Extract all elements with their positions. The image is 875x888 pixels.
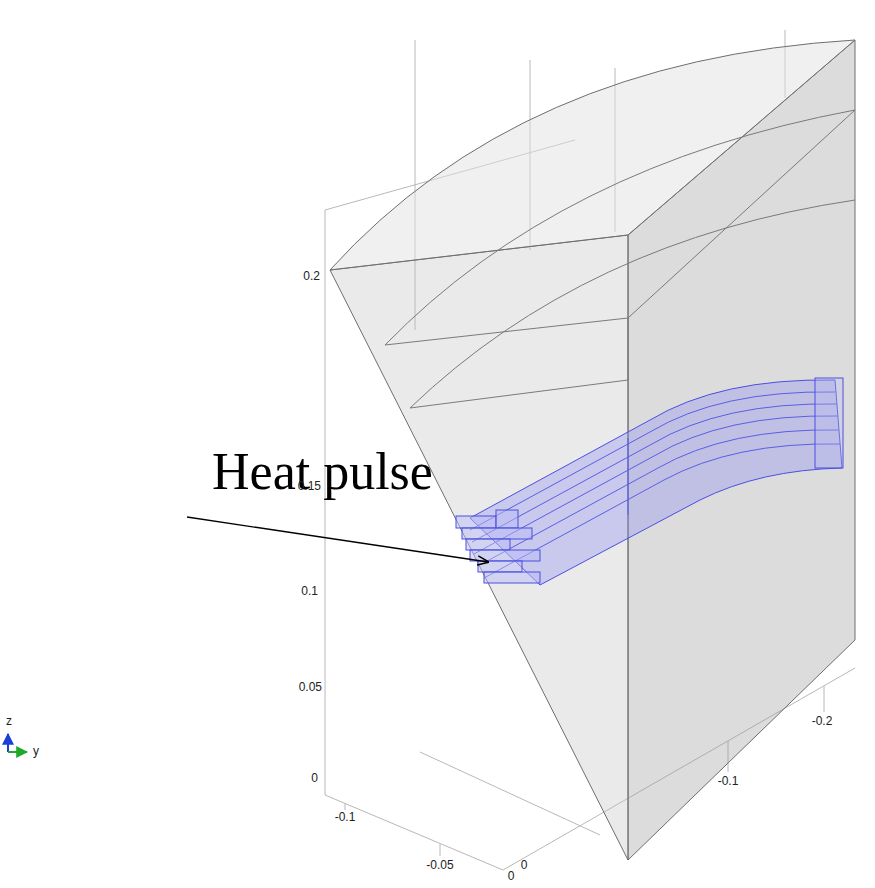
coil-stripe: [628, 438, 629, 515]
layer-edge: [628, 318, 629, 380]
axis-tick-label: 0: [521, 859, 528, 873]
triad-z-arrow: [7, 734, 9, 752]
axis-name: y: [33, 745, 39, 759]
axis-tick-label: 0.15: [298, 480, 321, 494]
coil-segment: [478, 561, 522, 572]
axis-tick-label: -0.2: [812, 715, 833, 729]
coil-segment: [462, 528, 532, 539]
inner-layers: [385, 110, 855, 408]
coil-segment: [484, 572, 540, 583]
axis-tick-label: 0.2: [303, 270, 320, 284]
coil-front-face: [456, 378, 843, 583]
leader-arrow: [187, 517, 488, 562]
axis-tick-label: 0: [508, 870, 515, 884]
wedge-top-face: [330, 40, 855, 270]
coil-stripe: [472, 404, 837, 542]
layer-arc: [385, 110, 855, 345]
coil-stripes: [470, 392, 840, 578]
tick-mark: [440, 844, 441, 856]
coil-body: [470, 380, 842, 585]
axis-tick-label: -0.1: [718, 775, 739, 789]
coil-stripe: [470, 392, 835, 530]
axis-tick-label: -0.05: [426, 859, 453, 873]
coil-segment: [466, 539, 510, 550]
axis-tick-label: -0.1: [335, 811, 356, 825]
x-axis-line: [325, 795, 503, 870]
coil-back-face: [815, 378, 843, 468]
tick-mark: [345, 803, 346, 810]
coil-segment: [456, 516, 496, 528]
axis-tick-label: 0.1: [301, 585, 318, 599]
layer-arc: [410, 200, 855, 408]
grid-line: [420, 752, 600, 835]
coil-segment: [496, 510, 518, 528]
axis-tick-label: 0: [311, 772, 318, 786]
grid-line: [325, 210, 326, 795]
coil-segment: [470, 550, 540, 561]
layer-edge: [385, 110, 855, 345]
axis-name: z: [6, 715, 12, 729]
layer-edge: [410, 380, 628, 408]
heater-coil: [456, 378, 843, 585]
triad-y-arrow: [8, 751, 27, 753]
axis-tick-label: 0.05: [299, 681, 322, 695]
callout-label: Heat pulse: [212, 442, 433, 502]
coil-stripe: [478, 430, 839, 566]
tick-mark: [824, 686, 825, 712]
